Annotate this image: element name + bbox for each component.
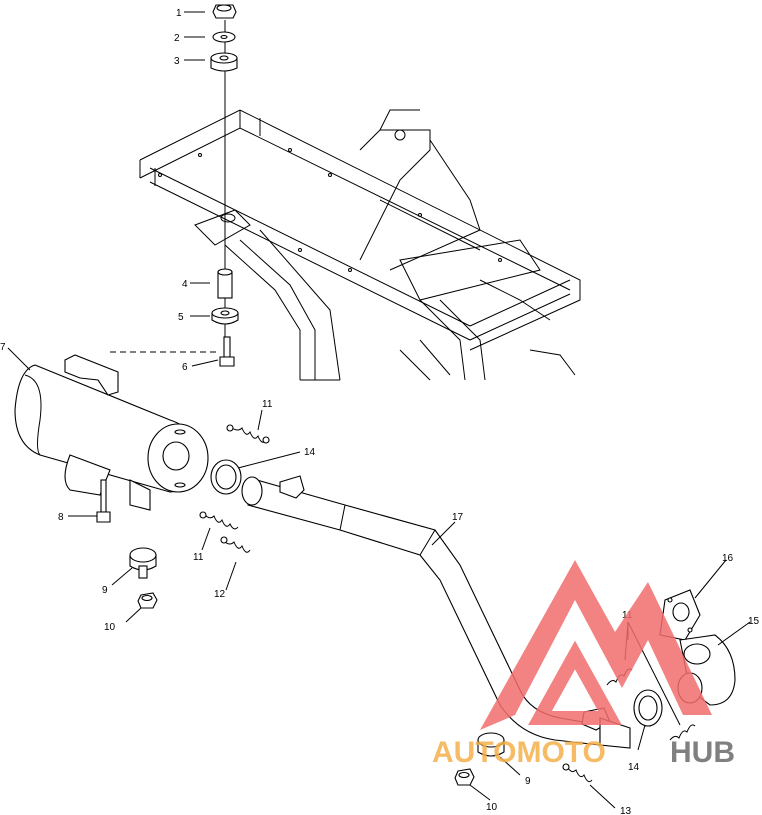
spring-part-11-lower (199, 511, 239, 530)
callout-labels: 1 2 3 4 5 6 7 8 9 10 11 11 12 14 17 16 1… (0, 8, 760, 815)
callout-16: 16 (722, 553, 734, 564)
callout-13: 13 (620, 806, 632, 815)
callout-9-right: 9 (525, 776, 531, 787)
callout-6: 6 (182, 362, 188, 373)
gasket-part-14-left (210, 459, 242, 495)
callout-5: 5 (178, 312, 184, 323)
leader-lines (7, 11, 751, 809)
spring-part-13 (562, 763, 593, 783)
callout-15: 15 (748, 616, 760, 627)
callout-14-right: 14 (628, 762, 640, 773)
callout-10-left: 10 (104, 622, 116, 633)
callout-11-lower: 11 (193, 552, 204, 563)
spacer-part-4 (217, 268, 233, 299)
bolt-part-8 (96, 479, 111, 523)
callout-4: 4 (182, 279, 188, 290)
watermark-text-hub: HUB (670, 736, 735, 769)
mount-stack (110, 4, 239, 367)
callout-3: 3 (174, 56, 180, 67)
callout-11-upper: 11 (262, 399, 273, 410)
callout-7: 7 (0, 342, 6, 353)
grommet-part-3 (210, 52, 238, 72)
callout-1: 1 (176, 8, 182, 19)
callout-2: 2 (174, 33, 180, 44)
callout-8: 8 (58, 512, 64, 523)
muffler-part-7 (14, 354, 209, 511)
grommet-part-9-left (129, 547, 157, 579)
gasket-part-16 (659, 589, 701, 641)
callout-9-left: 9 (102, 585, 108, 596)
bolt-part-6 (219, 336, 235, 367)
grommet-part-9-right (477, 732, 505, 757)
callout-14-left: 14 (304, 447, 316, 458)
gasket-part-14-right (633, 689, 663, 727)
nut-part-1 (212, 4, 237, 19)
washer-part-2 (212, 31, 236, 43)
nut-part-10-left (137, 592, 158, 609)
automotohub-watermark: AUTOMOTO HUB (432, 560, 735, 769)
callout-12: 12 (214, 589, 226, 600)
grommet-part-5 (211, 307, 239, 325)
exhaust-pipe-part-17 (241, 475, 631, 749)
spring-part-12 (220, 536, 251, 553)
callout-17: 17 (452, 512, 464, 523)
frame-assembly (139, 109, 581, 381)
watermark-text-automoto: AUTOMOTO (432, 736, 606, 769)
watermark-triangle-mark (480, 560, 712, 730)
callout-10-right: 10 (486, 802, 498, 813)
spring-part-11-upper (226, 424, 270, 444)
nut-part-10-right (454, 768, 475, 786)
